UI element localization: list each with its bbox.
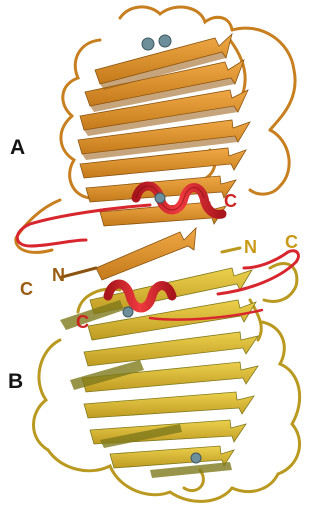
- metal-ion-b2: [191, 453, 201, 463]
- metal-ion-b1: [123, 307, 133, 317]
- chain-a-n-terminus-stub: [62, 268, 96, 277]
- chain-b-c-terminus-left-label: C: [76, 313, 89, 331]
- chain-b-structure: [34, 251, 300, 502]
- chain-a-label: A: [10, 137, 25, 158]
- chain-b-c-terminus-right-label: C: [285, 233, 298, 251]
- chain-a-n-terminus-label: N: [52, 266, 65, 284]
- chain-a-c-terminus-right-label: C: [224, 192, 237, 210]
- chain-b-n-terminus-stub: [222, 248, 240, 252]
- metal-ion-a3: [155, 193, 165, 203]
- chain-b-n-terminus-label: N: [244, 238, 257, 256]
- metal-ion-a2: [159, 35, 171, 47]
- metal-ion-a1: [142, 38, 154, 50]
- chain-b-label: B: [8, 371, 23, 392]
- chain-a-c-terminus-left-label: C: [20, 280, 33, 298]
